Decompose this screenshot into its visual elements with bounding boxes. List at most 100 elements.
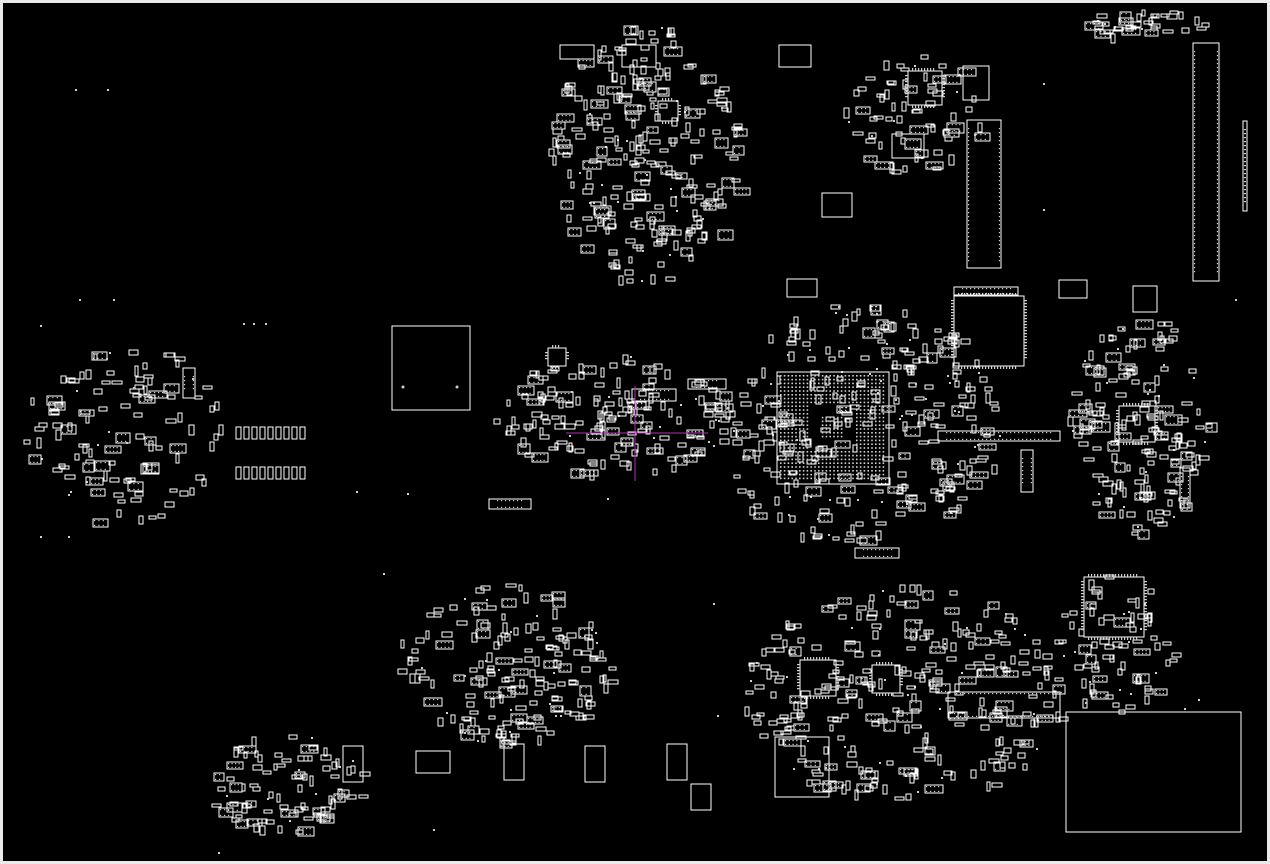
via: [844, 746, 846, 748]
bga-ball: [856, 435, 858, 438]
pin: [797, 670, 800, 672]
pad: [560, 393, 562, 395]
pin: [836, 685, 839, 687]
pad: [1146, 33, 1148, 35]
pad: [608, 91, 610, 93]
component-outline: [901, 101, 907, 112]
component-outline: [276, 793, 281, 803]
component-outline: [1163, 510, 1171, 516]
pin: [998, 204, 1000, 206]
pad: [916, 151, 918, 153]
bga-ball: [791, 424, 793, 426]
pad: [951, 130, 953, 132]
pad: [954, 609, 956, 611]
component-outline: [946, 122, 965, 134]
pcb-layout[interactable]: [3, 3, 1267, 861]
pad: [929, 415, 931, 417]
via: [464, 732, 466, 734]
bga-ball: [875, 382, 877, 385]
connectors[interactable]: [182, 42, 1248, 719]
pad: [717, 405, 719, 407]
component-outline: [281, 758, 292, 763]
pin: [1034, 438, 1036, 440]
pad: [596, 215, 598, 217]
pad: [50, 407, 52, 409]
pin: [1118, 637, 1120, 640]
pad: [1096, 31, 1098, 33]
pin: [1116, 422, 1119, 424]
pin: [998, 128, 1000, 130]
pad: [1091, 606, 1093, 608]
qfp-chips[interactable]: [545, 68, 1158, 699]
pad: [1141, 496, 1143, 498]
pad: [548, 662, 550, 664]
pad: [1060, 686, 1062, 688]
pin: [1010, 288, 1012, 290]
component-outline: [634, 217, 643, 222]
pad: [670, 232, 672, 234]
pin: [807, 657, 809, 660]
pin: [1024, 351, 1027, 353]
component-outline: [1110, 440, 1119, 446]
bga-ball: [856, 382, 858, 385]
bga-ball: [780, 382, 782, 385]
pin: [1216, 179, 1218, 181]
component-outline: [667, 456, 676, 462]
pad: [472, 682, 474, 684]
pad: [1149, 384, 1151, 386]
via: [958, 411, 960, 413]
component-outline: [836, 497, 845, 504]
pad: [604, 209, 606, 211]
bga-ball: [829, 428, 831, 430]
pin: [1244, 197, 1246, 199]
component-outline: [629, 141, 635, 152]
pad: [320, 812, 322, 814]
pad: [1091, 372, 1093, 374]
pad: [941, 480, 943, 482]
component-outline: [320, 754, 332, 761]
pad: [251, 750, 253, 752]
component-outline: [952, 621, 959, 632]
component-outline: [640, 57, 648, 62]
pad: [987, 445, 989, 447]
component-outline: [891, 439, 897, 448]
component-outline: [134, 365, 139, 377]
component-outline: [640, 44, 650, 51]
component-outline: [596, 101, 605, 106]
pad: [788, 740, 790, 742]
pad: [563, 93, 565, 95]
pad: [629, 27, 631, 29]
via: [226, 795, 228, 797]
pad: [147, 400, 149, 402]
pad: [146, 442, 148, 444]
component-outline: [586, 170, 592, 180]
pad: [911, 127, 913, 129]
pad: [906, 635, 908, 637]
bga-ball: [837, 401, 839, 404]
pad: [707, 80, 709, 82]
bga-cpu-socket[interactable]: [776, 371, 890, 485]
pad: [30, 456, 32, 458]
bga-ball: [780, 435, 782, 438]
bga-ball: [787, 462, 790, 464]
bga-ball: [882, 416, 885, 419]
component-outline: [1058, 716, 1069, 722]
pad: [529, 726, 531, 728]
pad: [951, 515, 953, 517]
component-outline: [852, 131, 864, 136]
pad: [1091, 603, 1093, 605]
via: [886, 343, 888, 345]
component-outline: [726, 101, 732, 113]
pad: [911, 499, 913, 501]
component-outline: [1144, 474, 1149, 484]
component-outline: [74, 453, 80, 461]
component-outline: [680, 133, 690, 139]
component-outline: [943, 74, 962, 85]
pin: [1194, 79, 1196, 81]
component-outline: [1005, 613, 1014, 619]
component-outline: [624, 390, 630, 400]
pad: [941, 483, 943, 485]
component-outline: [720, 416, 730, 423]
component-outline: [1132, 673, 1150, 684]
